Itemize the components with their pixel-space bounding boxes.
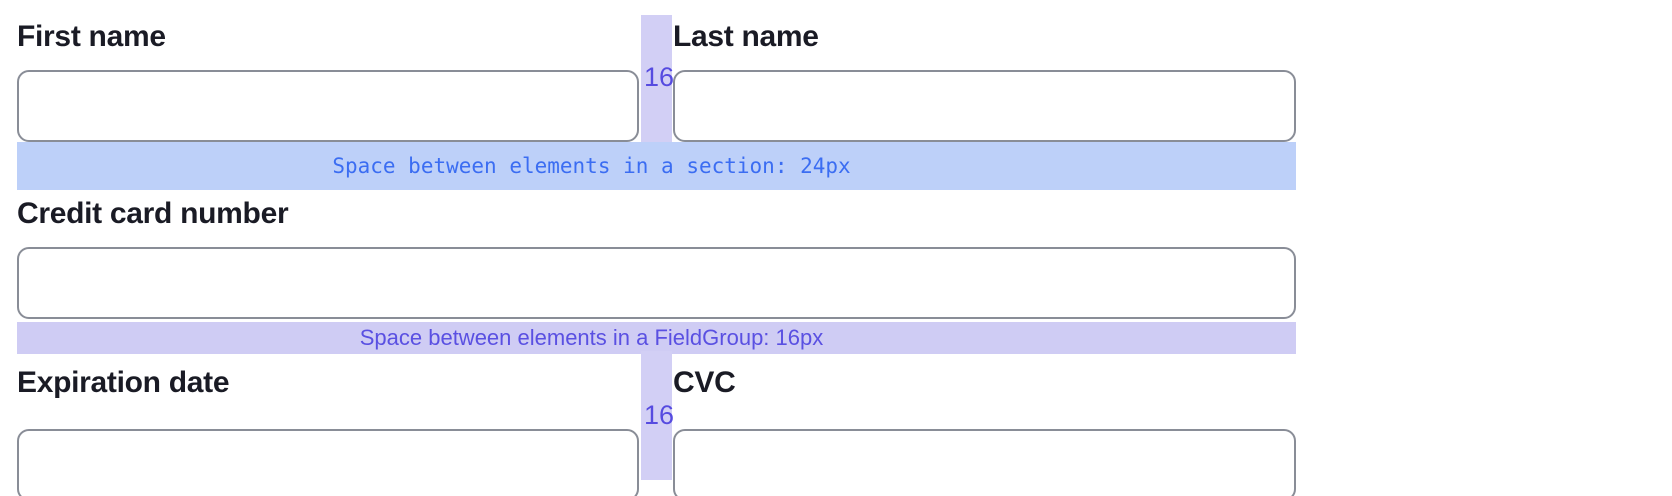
expiration-date-input[interactable] — [17, 429, 639, 496]
first-name-input[interactable] — [17, 70, 639, 142]
form-spacing-diagram: 16 16 First name Last name Space between… — [17, 0, 1296, 496]
fieldgroup-gap-band: Space between elements in a FieldGroup: … — [17, 322, 1296, 354]
expiration-date-label: Expiration date — [17, 366, 230, 399]
name-labels-row: First name Last name — [17, 22, 1296, 52]
last-name-label: Last name — [673, 20, 819, 53]
column-gap-band-row1 — [641, 15, 672, 142]
card-number-label: Credit card number — [17, 197, 289, 230]
column-gap-value-row1: 16 — [644, 62, 675, 92]
first-name-label: First name — [17, 20, 166, 53]
column-gap-band-row3 — [641, 351, 672, 480]
last-name-input[interactable] — [673, 70, 1296, 142]
card-number-input-row — [17, 247, 1296, 319]
expiry-cvc-labels-row: Expiration date CVC — [17, 368, 1296, 398]
column-gap-value-row3: 16 — [644, 400, 675, 430]
name-inputs-row — [17, 52, 1296, 142]
cvc-label: CVC — [673, 366, 736, 399]
expiry-cvc-inputs-row — [17, 411, 1296, 496]
card-number-input[interactable] — [17, 247, 1296, 319]
cvc-input[interactable] — [673, 429, 1296, 496]
section-gap-band: Space between elements in a section: 24p… — [17, 142, 1296, 190]
card-number-label-row: Credit card number — [17, 199, 1296, 229]
